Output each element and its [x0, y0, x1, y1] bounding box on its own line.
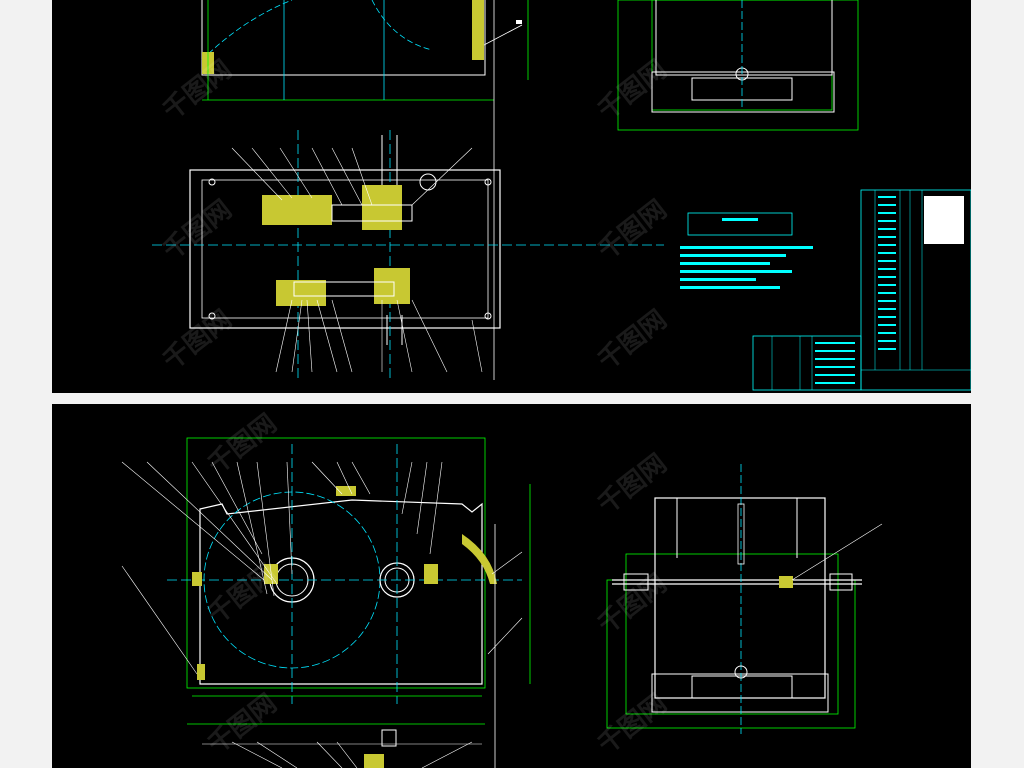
parts-list-table — [752, 189, 971, 391]
tech-requirements-note — [680, 212, 813, 289]
leader-lines-front — [121, 461, 523, 675]
top-view-partial — [187, 723, 485, 768]
front-view-reducer — [167, 437, 531, 768]
drawing-canvas-bottom — [121, 437, 883, 768]
drawing-canvas-top — [152, 0, 971, 391]
drawing-sheet-top: 千图网 千图网 千图网 千图网 千图网 千图网 — [52, 0, 971, 393]
side-view-top — [617, 0, 859, 131]
top-view-reducer — [152, 130, 664, 380]
drawing-sheet-bottom: 千图网 千图网 千图网 千图网 千图网 千图网 — [52, 404, 971, 768]
front-view-top — [201, 0, 529, 380]
leader-lines-top — [231, 147, 483, 373]
side-view-reducer — [606, 464, 883, 734]
